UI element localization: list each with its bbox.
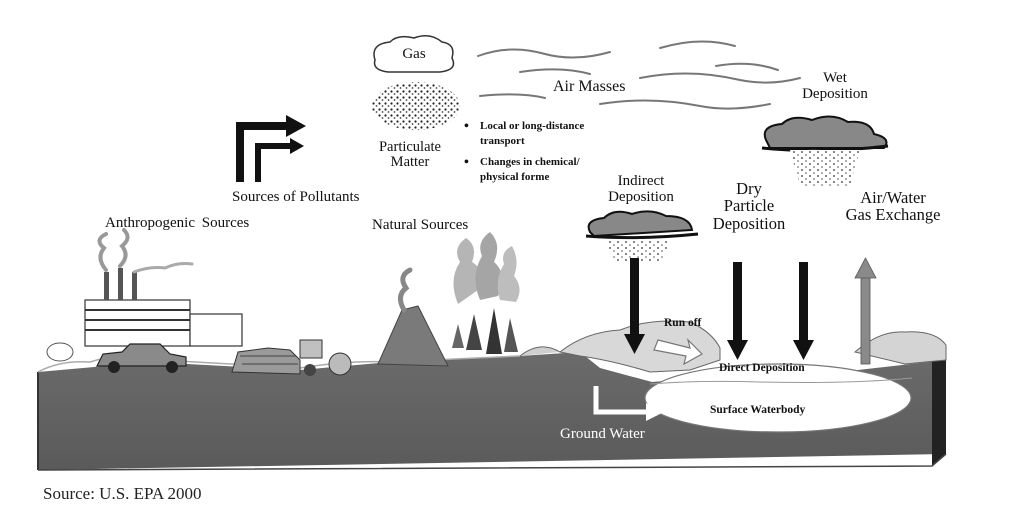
farm-equipment-illustration <box>231 339 352 376</box>
wet-deposition-label: Wet Deposition <box>802 70 868 102</box>
sources-arrow-icon <box>236 115 306 182</box>
particulate-matter-icon <box>372 82 460 130</box>
run-off-label: Run off <box>664 317 702 329</box>
factory-illustration <box>46 228 243 362</box>
indirect-deposition-label: Indirect Deposition <box>608 173 674 205</box>
gas-exchange-arrow-icon <box>854 257 877 365</box>
surface-waterbody-shape <box>644 363 912 433</box>
transport-note-item: Local or long-distance transport <box>462 118 584 149</box>
car-illustration <box>96 343 187 373</box>
anthropogenic-sources-label: Anthropogenic Sources <box>105 215 250 231</box>
indirect-deposition-arrow-icon <box>624 258 645 354</box>
ground-water-label: Ground Water <box>560 426 645 442</box>
run-off-arrow-icon <box>653 338 703 366</box>
transport-note-item: Changes in chemical/ physical forme <box>462 154 584 185</box>
air-masses-label: Air Masses <box>553 78 626 95</box>
air-masses-wisps <box>477 40 801 110</box>
forest-fire-illustration <box>452 232 520 354</box>
natural-sources-label: Natural Sources <box>372 217 469 233</box>
dry-deposition-arrow-right-icon <box>793 262 814 360</box>
wet-deposition-cloud-icon <box>761 115 889 186</box>
sources-of-pollutants-label: Sources of Pollutants <box>232 189 360 205</box>
volcano-illustration <box>377 267 449 367</box>
particulate-matter-label: Particulate Matter <box>378 139 441 171</box>
dry-particle-deposition-label: Dry Particle Deposition <box>712 179 786 233</box>
gas-label: Gas <box>402 46 426 62</box>
dry-deposition-arrow-left-icon <box>727 262 748 360</box>
riverbank-hills <box>519 320 947 373</box>
gas-cloud-icon <box>373 35 455 73</box>
direct-deposition-label: Direct Deposition <box>719 362 805 374</box>
air-water-exchange-label: Air/Water Gas Exchange <box>845 188 941 225</box>
indirect-deposition-cloud-icon <box>585 210 699 262</box>
surface-waterbody-label: Surface Waterbody <box>710 404 806 416</box>
source-caption: Source: U.S. EPA 2000 <box>43 484 202 503</box>
transport-notes-list: Local or long-distance transport Changes… <box>462 118 584 190</box>
ground-water-arrow-icon <box>593 386 664 421</box>
